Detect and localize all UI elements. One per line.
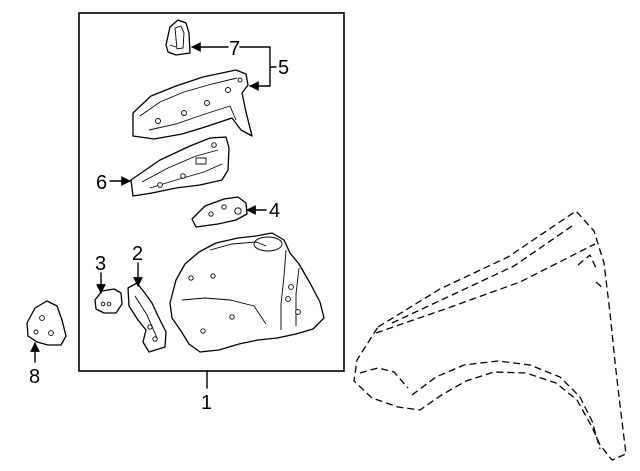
callout-8: 8	[29, 366, 40, 388]
callout-6: 6	[96, 172, 107, 194]
callout-1: 1	[201, 392, 212, 414]
leader-lines	[30, 42, 277, 389]
part-2-brace[interactable]	[127, 282, 167, 353]
part-6-apron-lower[interactable]	[130, 136, 230, 197]
fender-outline	[353, 210, 627, 461]
part-7-clip[interactable]	[165, 19, 191, 56]
callout-4: 4	[269, 200, 280, 222]
part-5-apron-upper[interactable]	[132, 69, 253, 140]
callout-3: 3	[95, 253, 106, 275]
part-3-bracket[interactable]	[94, 288, 123, 314]
callout-2: 2	[132, 243, 143, 265]
callout-5: 5	[278, 57, 289, 79]
assembly-frame	[78, 12, 345, 372]
part-8-bracket[interactable]	[26, 300, 67, 346]
part-1-wheelhouse[interactable]	[169, 232, 325, 353]
callout-7: 7	[229, 38, 240, 60]
part-4-bracket[interactable]	[191, 196, 248, 228]
